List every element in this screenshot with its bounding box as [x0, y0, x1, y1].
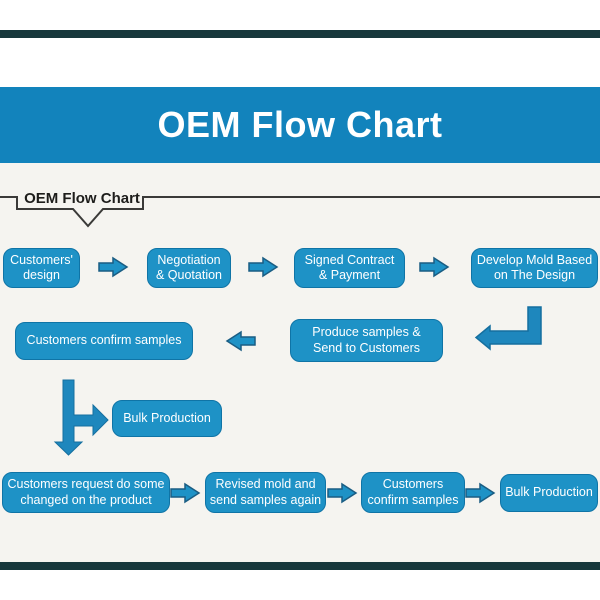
node-develop-mold: Develop Mold Based on The Design — [471, 248, 598, 288]
bottom-accent-bar — [0, 562, 600, 570]
page-title: OEM Flow Chart — [157, 104, 443, 145]
node-bulk-production-1: Bulk Production — [112, 400, 222, 437]
node-customers-confirm-1: Customers confirm samples — [15, 322, 193, 360]
node-bulk-production-2: Bulk Production — [500, 474, 598, 512]
section-label: OEM Flow Chart — [24, 190, 140, 207]
node-revised-mold: Revised mold and send samples again — [205, 472, 326, 513]
node-customers-design: Customers' design — [3, 248, 80, 288]
node-customers-confirm-2: Customers confirm samples — [361, 472, 465, 513]
node-customers-request: Customers request do some changed on the… — [2, 472, 170, 513]
node-signed-contract: Signed Contract & Payment — [294, 248, 405, 288]
banner: OEM Flow Chart — [0, 87, 600, 163]
top-accent-bar — [0, 30, 600, 38]
node-negotiation: Negotiation & Quotation — [147, 248, 231, 288]
node-produce-samples: Produce samples & Send to Customers — [290, 319, 443, 362]
